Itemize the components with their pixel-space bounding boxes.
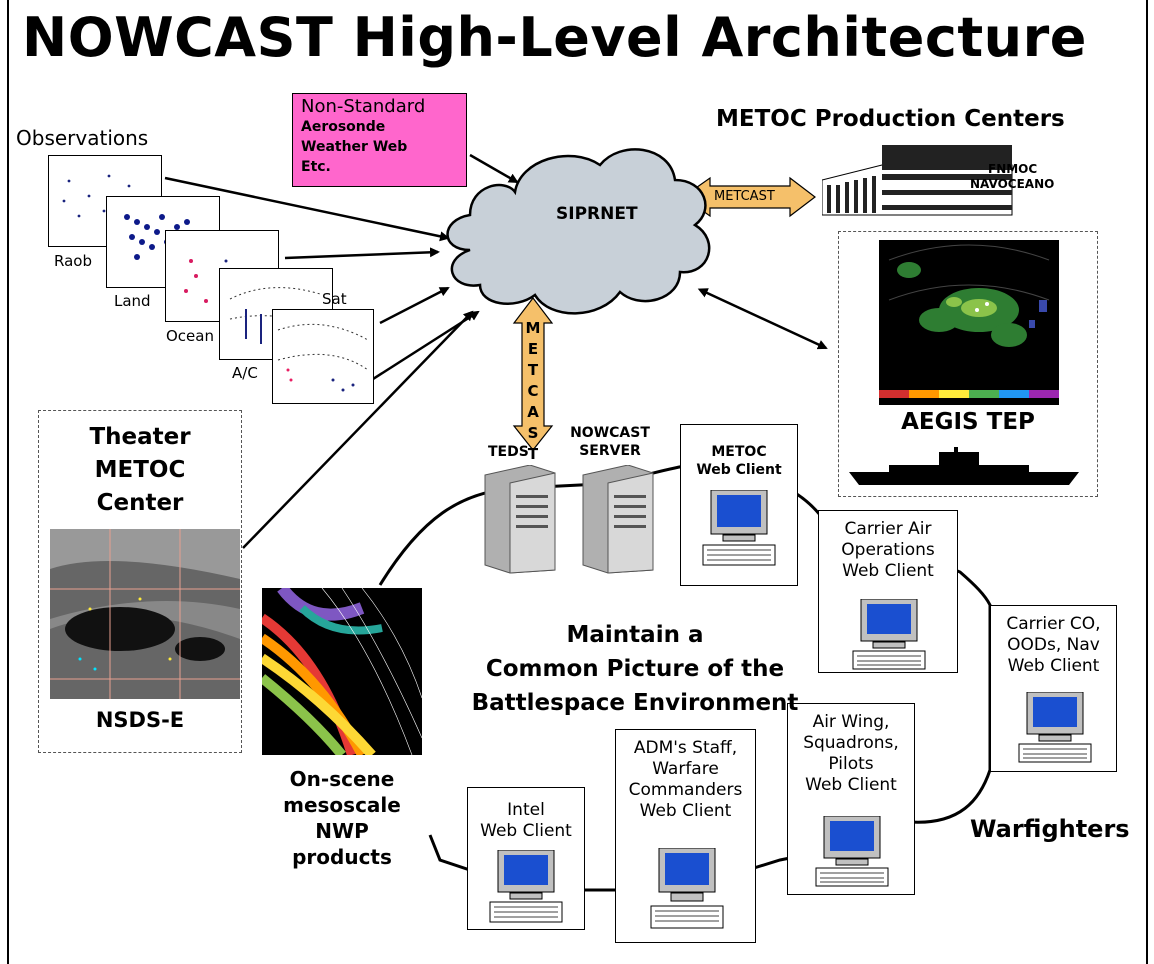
client-label-line: OODs, Nav [1007,635,1100,655]
production-centers-heading: METOC Production Centers [716,106,1065,132]
non-standard-heading: Non-Standard [301,96,426,117]
nwp-label-line: products [292,845,392,869]
frame-left-border [7,0,9,964]
nwp-label-line: NWP [315,819,369,843]
client-label-line: ADM's Staff, [633,738,738,758]
aegis-tep-label: AEGIS TEP [901,409,1035,435]
obs-panel-sat-label: Sat [322,290,347,308]
nwp-label-line: mesoscale [283,793,401,817]
client-label-line: Web Client [639,801,732,821]
theater-title-line: METOC [94,457,186,483]
client-label-line: Web Client [805,775,897,795]
computer-icon [852,599,926,670]
non-standard-box: Non-Standard Aerosonde Weather Web Etc. [292,93,467,187]
metcast-vertical-label: METCAST [525,319,541,463]
nowcast-server-label-line: SERVER [579,443,641,459]
nsds-e-satellite-image [50,529,240,699]
non-standard-item: Weather Web [301,139,408,155]
web-client-intel: Intel Web Client [467,787,585,930]
client-label-line: Commanders [628,780,743,800]
arrow-theater [242,310,474,549]
site-navoceano: NAVOCEANO [970,177,1055,191]
metcast-horizontal-arrow [681,176,816,218]
client-label-line: Air Wing, [812,712,890,732]
siprnet-cloud [446,148,711,315]
theater-title-line: Theater [89,424,191,450]
web-client-adm-staff: ADM's Staff, Warfare Commanders Web Clie… [615,729,756,943]
client-label-line: Pilots [828,754,874,774]
web-client-carrier-air-ops: Carrier Air Operations Web Client [818,510,958,673]
sat-map-image [277,323,369,392]
arrow-sat [379,286,450,325]
obs-panel-land-label: Land [114,292,151,310]
non-standard-item: Etc. [301,159,331,175]
center-text-line: Battlespace Environment [471,690,799,716]
computer-icon [815,816,889,887]
siprnet-label: SIPRNET [556,204,638,224]
client-label-line: Warfare [652,759,719,779]
teds-server-icon [484,465,556,574]
aegis-tep-box: AEGIS TEP [838,231,1098,497]
ship-silhouette-icon [849,447,1079,485]
observations-label: Observations [16,126,149,150]
warfighters-label: Warfighters [970,815,1130,843]
non-standard-item: Aerosonde [301,119,386,135]
raob-map-image [62,174,131,218]
web-client-metoc: METOC Web Client [680,424,798,586]
client-label-line: Operations [841,540,935,560]
obs-panel-raob-label: Raob [54,252,92,270]
obs-panel-ocean-label: Ocean [166,327,214,345]
web-client-air-wing: Air Wing, Squadrons, Pilots Web Client [787,703,915,895]
arrow-raob [164,176,450,242]
nowcast-server-label-line: NOWCAST [570,425,650,441]
nwp-forecast-image [262,588,422,755]
ac-map-image [229,287,321,344]
site-fnmoc: FNMOC [988,162,1038,176]
metcast-horizontal-label: METCAST [714,189,775,204]
client-label-line: Squadrons, [803,733,899,753]
arrow-ocean [284,247,440,260]
client-label-line: Carrier Air [844,519,932,539]
nowcast-server-icon [582,465,654,574]
center-text-line: Common Picture of the [485,656,785,682]
computer-icon [489,850,563,923]
computer-icon [650,848,724,929]
theater-metoc-box: Theater METOC Center NSDS-E [38,410,242,753]
land-map-image [124,214,195,260]
client-label-line: Intel [507,800,545,820]
client-label-line: Web Client [842,561,934,581]
client-label-line: Web Client [696,462,782,478]
client-label-line: Carrier CO, [1006,614,1101,634]
production-building-icon [822,145,1013,216]
diagram-title: NOWCAST High-Level Architecture [22,6,1087,69]
client-label-line: Web Client [1007,656,1100,676]
nwp-label-line: On-scene [289,767,395,791]
arrow-nonstandard [469,153,519,184]
theater-title-line: Center [96,490,184,516]
client-label-line: METOC [711,444,767,460]
obs-panel-sat [272,309,374,404]
teds-label: TEDS [488,444,529,460]
frame-right-border [1146,0,1148,964]
arrow-aegis [697,288,828,350]
computer-icon [1018,692,1092,763]
computer-icon [702,490,776,566]
center-text-line: Maintain a [566,622,704,648]
obs-panel-ac-label: A/C [232,364,258,382]
web-client-carrier-co: Carrier CO, OODs, Nav Web Client [990,605,1117,772]
metcast-vertical-arrow [512,297,554,451]
aegis-radar-image [879,240,1059,405]
nsds-e-label: NSDS-E [95,708,185,732]
client-label-line: Web Client [480,821,572,841]
